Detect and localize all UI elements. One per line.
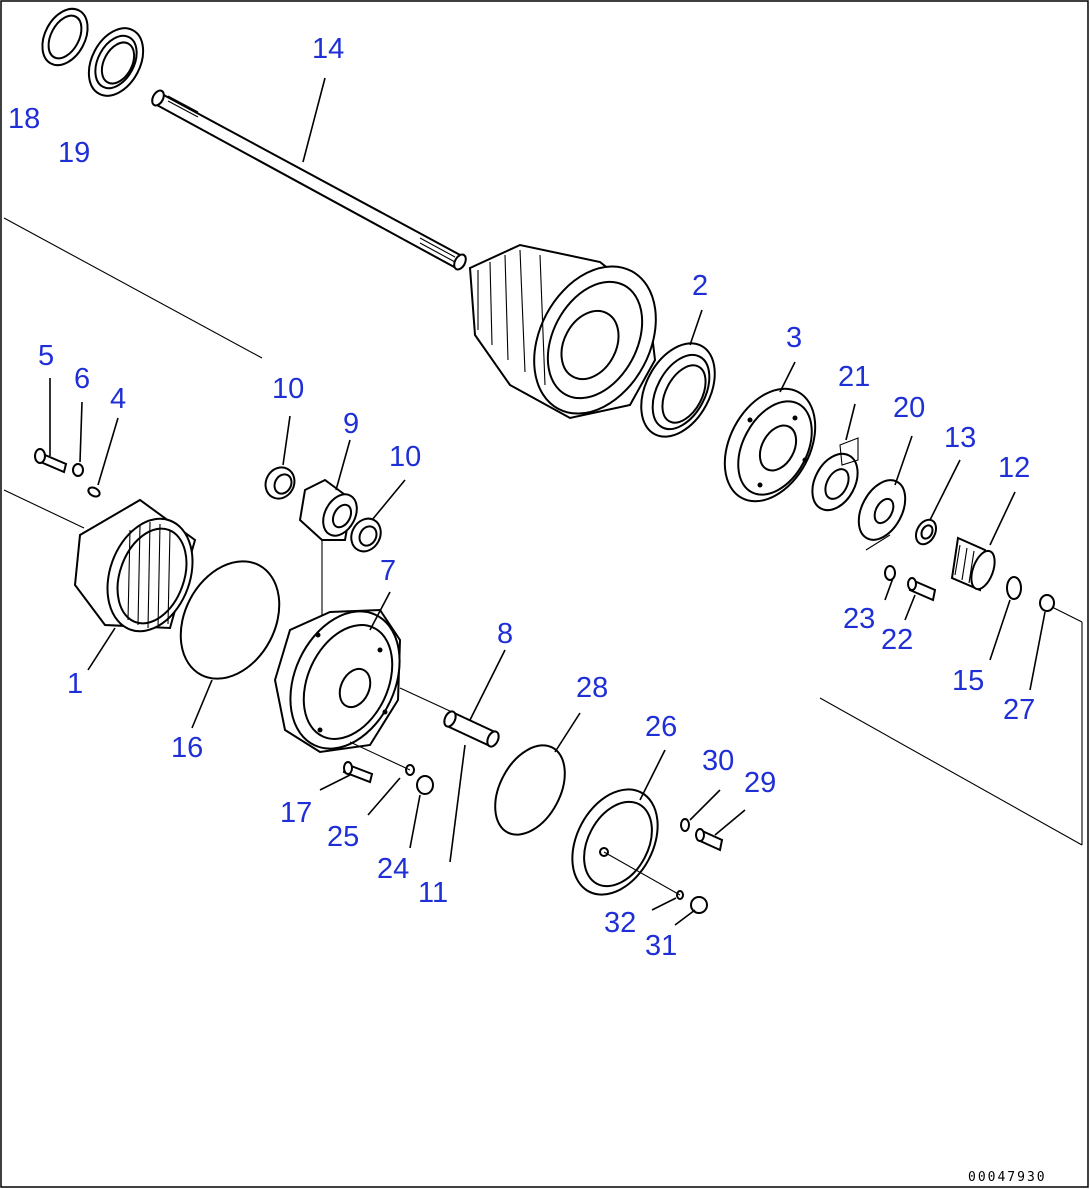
part-1-ring-gear xyxy=(73,498,197,633)
callout-20: 20 xyxy=(893,392,925,424)
callout-23: 23 xyxy=(843,603,875,635)
assembly-bracket-lines xyxy=(3,217,1083,846)
callout-labels: 1 2 3 4 5 6 7 8 9 10 10 11 12 13 14 15 1… xyxy=(8,33,1035,962)
callout-25: 25 xyxy=(327,821,359,853)
shaft-axis-line xyxy=(399,687,453,713)
part-16-o-ring xyxy=(179,560,281,680)
callout-27: 27 xyxy=(1003,694,1035,726)
callout-4: 4 xyxy=(110,383,126,415)
part-28-o-ring xyxy=(494,744,566,836)
part-29-bolt xyxy=(695,828,724,852)
callout-21: 21 xyxy=(838,361,870,393)
part-31-plug xyxy=(690,896,708,914)
part-14-axle-shaft xyxy=(151,89,467,271)
part-23-leader-extra xyxy=(865,534,891,551)
part-12-spline-coupling xyxy=(950,536,996,592)
drawing-code: 00047930 xyxy=(968,1170,1047,1185)
part-13-washer xyxy=(914,518,938,546)
callout-17: 17 xyxy=(280,797,312,829)
part-15-snap-ring xyxy=(1006,576,1022,600)
callout-26: 26 xyxy=(645,711,677,743)
part-9-planet-gear xyxy=(298,478,358,541)
callout-15: 15 xyxy=(952,665,984,697)
callout-7: 7 xyxy=(380,555,396,587)
callout-2: 2 xyxy=(692,270,708,302)
part-20-thrust-plate xyxy=(857,479,907,541)
callout-16: 16 xyxy=(171,732,203,764)
callout-9: 9 xyxy=(343,408,359,440)
part-7-planet-carrier xyxy=(273,608,402,754)
callout-14: 14 xyxy=(312,33,344,65)
callout-19: 19 xyxy=(58,137,90,169)
callout-3: 3 xyxy=(786,322,802,354)
part-5-bolt xyxy=(34,448,68,474)
cover-axis-line xyxy=(603,851,681,896)
part-22-bolt xyxy=(907,577,937,602)
part-17-bolt xyxy=(342,761,374,784)
part-2-bearing xyxy=(640,342,716,438)
part-27-plug xyxy=(1039,594,1055,612)
part-8-planet-shaft xyxy=(443,710,500,748)
part-19-bearing xyxy=(87,27,145,97)
part-10-bearing-right xyxy=(350,517,382,553)
callout-5: 5 xyxy=(38,340,54,372)
callout-22: 22 xyxy=(881,624,913,656)
leader-lines xyxy=(49,77,1046,926)
part-6-washer xyxy=(72,463,84,477)
part-24-plug xyxy=(416,775,434,795)
callout-11: 11 xyxy=(418,877,448,909)
part-10-bearing-left xyxy=(264,466,296,500)
part-18-seal-ring xyxy=(41,7,89,67)
callout-6: 6 xyxy=(74,363,90,395)
callout-32: 32 xyxy=(604,907,636,939)
part-3-hub-flange xyxy=(723,387,817,503)
part-21-lock-plate xyxy=(811,437,859,512)
carrier-axis-line xyxy=(349,741,411,771)
part-26-cover xyxy=(571,788,659,896)
callout-30: 30 xyxy=(702,745,734,777)
callout-8: 8 xyxy=(497,618,513,650)
part-30-washer xyxy=(680,818,690,832)
callout-12: 12 xyxy=(998,452,1030,484)
callout-18: 18 xyxy=(8,103,40,135)
callout-28: 28 xyxy=(576,672,608,704)
callout-10-upper: 10 xyxy=(272,373,304,405)
callout-29: 29 xyxy=(744,767,776,799)
callout-10-lower: 10 xyxy=(389,441,421,473)
callout-1: 1 xyxy=(67,668,83,700)
ring-gear-housing xyxy=(468,243,657,420)
part-4-pin xyxy=(87,486,101,498)
callout-31: 31 xyxy=(645,930,677,962)
callout-13: 13 xyxy=(944,422,976,454)
callout-24: 24 xyxy=(377,853,409,885)
part-23-washer xyxy=(884,565,896,581)
